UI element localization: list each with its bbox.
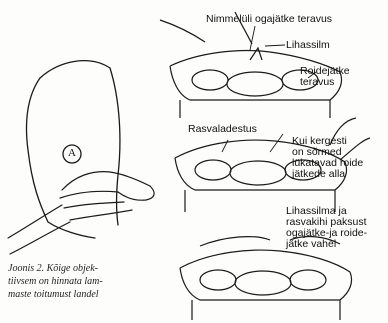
label-bottom: Lihassilma ja rasvakihi paksust ogajätke… bbox=[286, 206, 367, 250]
marker-letter: A bbox=[68, 148, 76, 159]
figure-caption: Joonis 2. Kõige objek- tiivsem on hinnat… bbox=[8, 262, 168, 301]
label-spine: Nimmelüli ogajätke teravus bbox=[206, 14, 332, 25]
label-rib: Roidejätke teravus bbox=[300, 66, 350, 88]
label-fingers: Kui kergesti on sõrmed lükatavad roide j… bbox=[292, 136, 363, 180]
label-fat: Rasvaladestus bbox=[188, 124, 257, 135]
label-muscle: Lihassilm bbox=[286, 40, 330, 51]
